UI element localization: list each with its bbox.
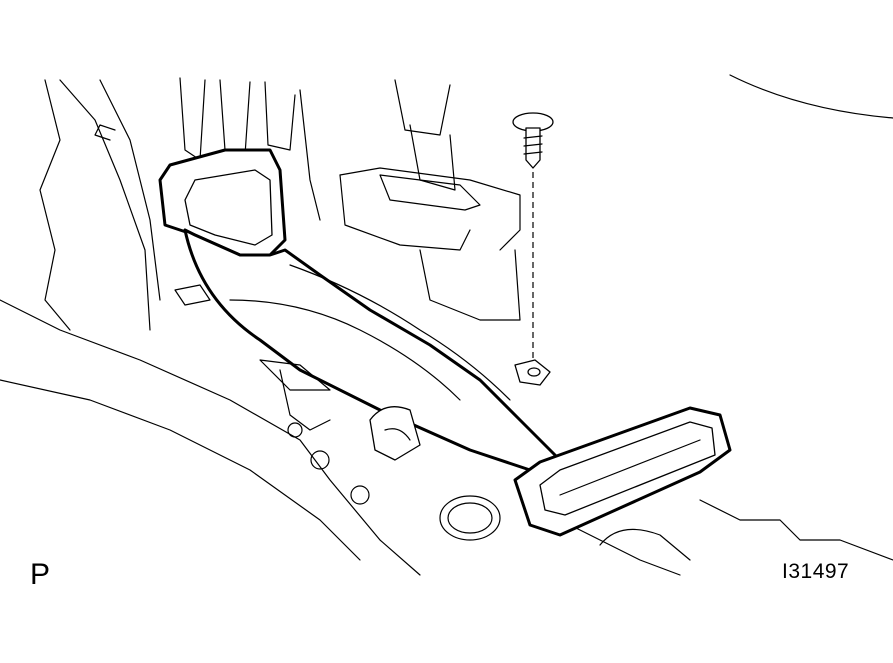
figure-number: I31497 xyxy=(782,560,850,583)
background-structure xyxy=(0,74,893,576)
air-duct xyxy=(158,148,562,472)
view-label: P xyxy=(30,558,51,591)
screw-clip-icon xyxy=(512,112,554,360)
duct-outlet-grille xyxy=(513,406,732,537)
